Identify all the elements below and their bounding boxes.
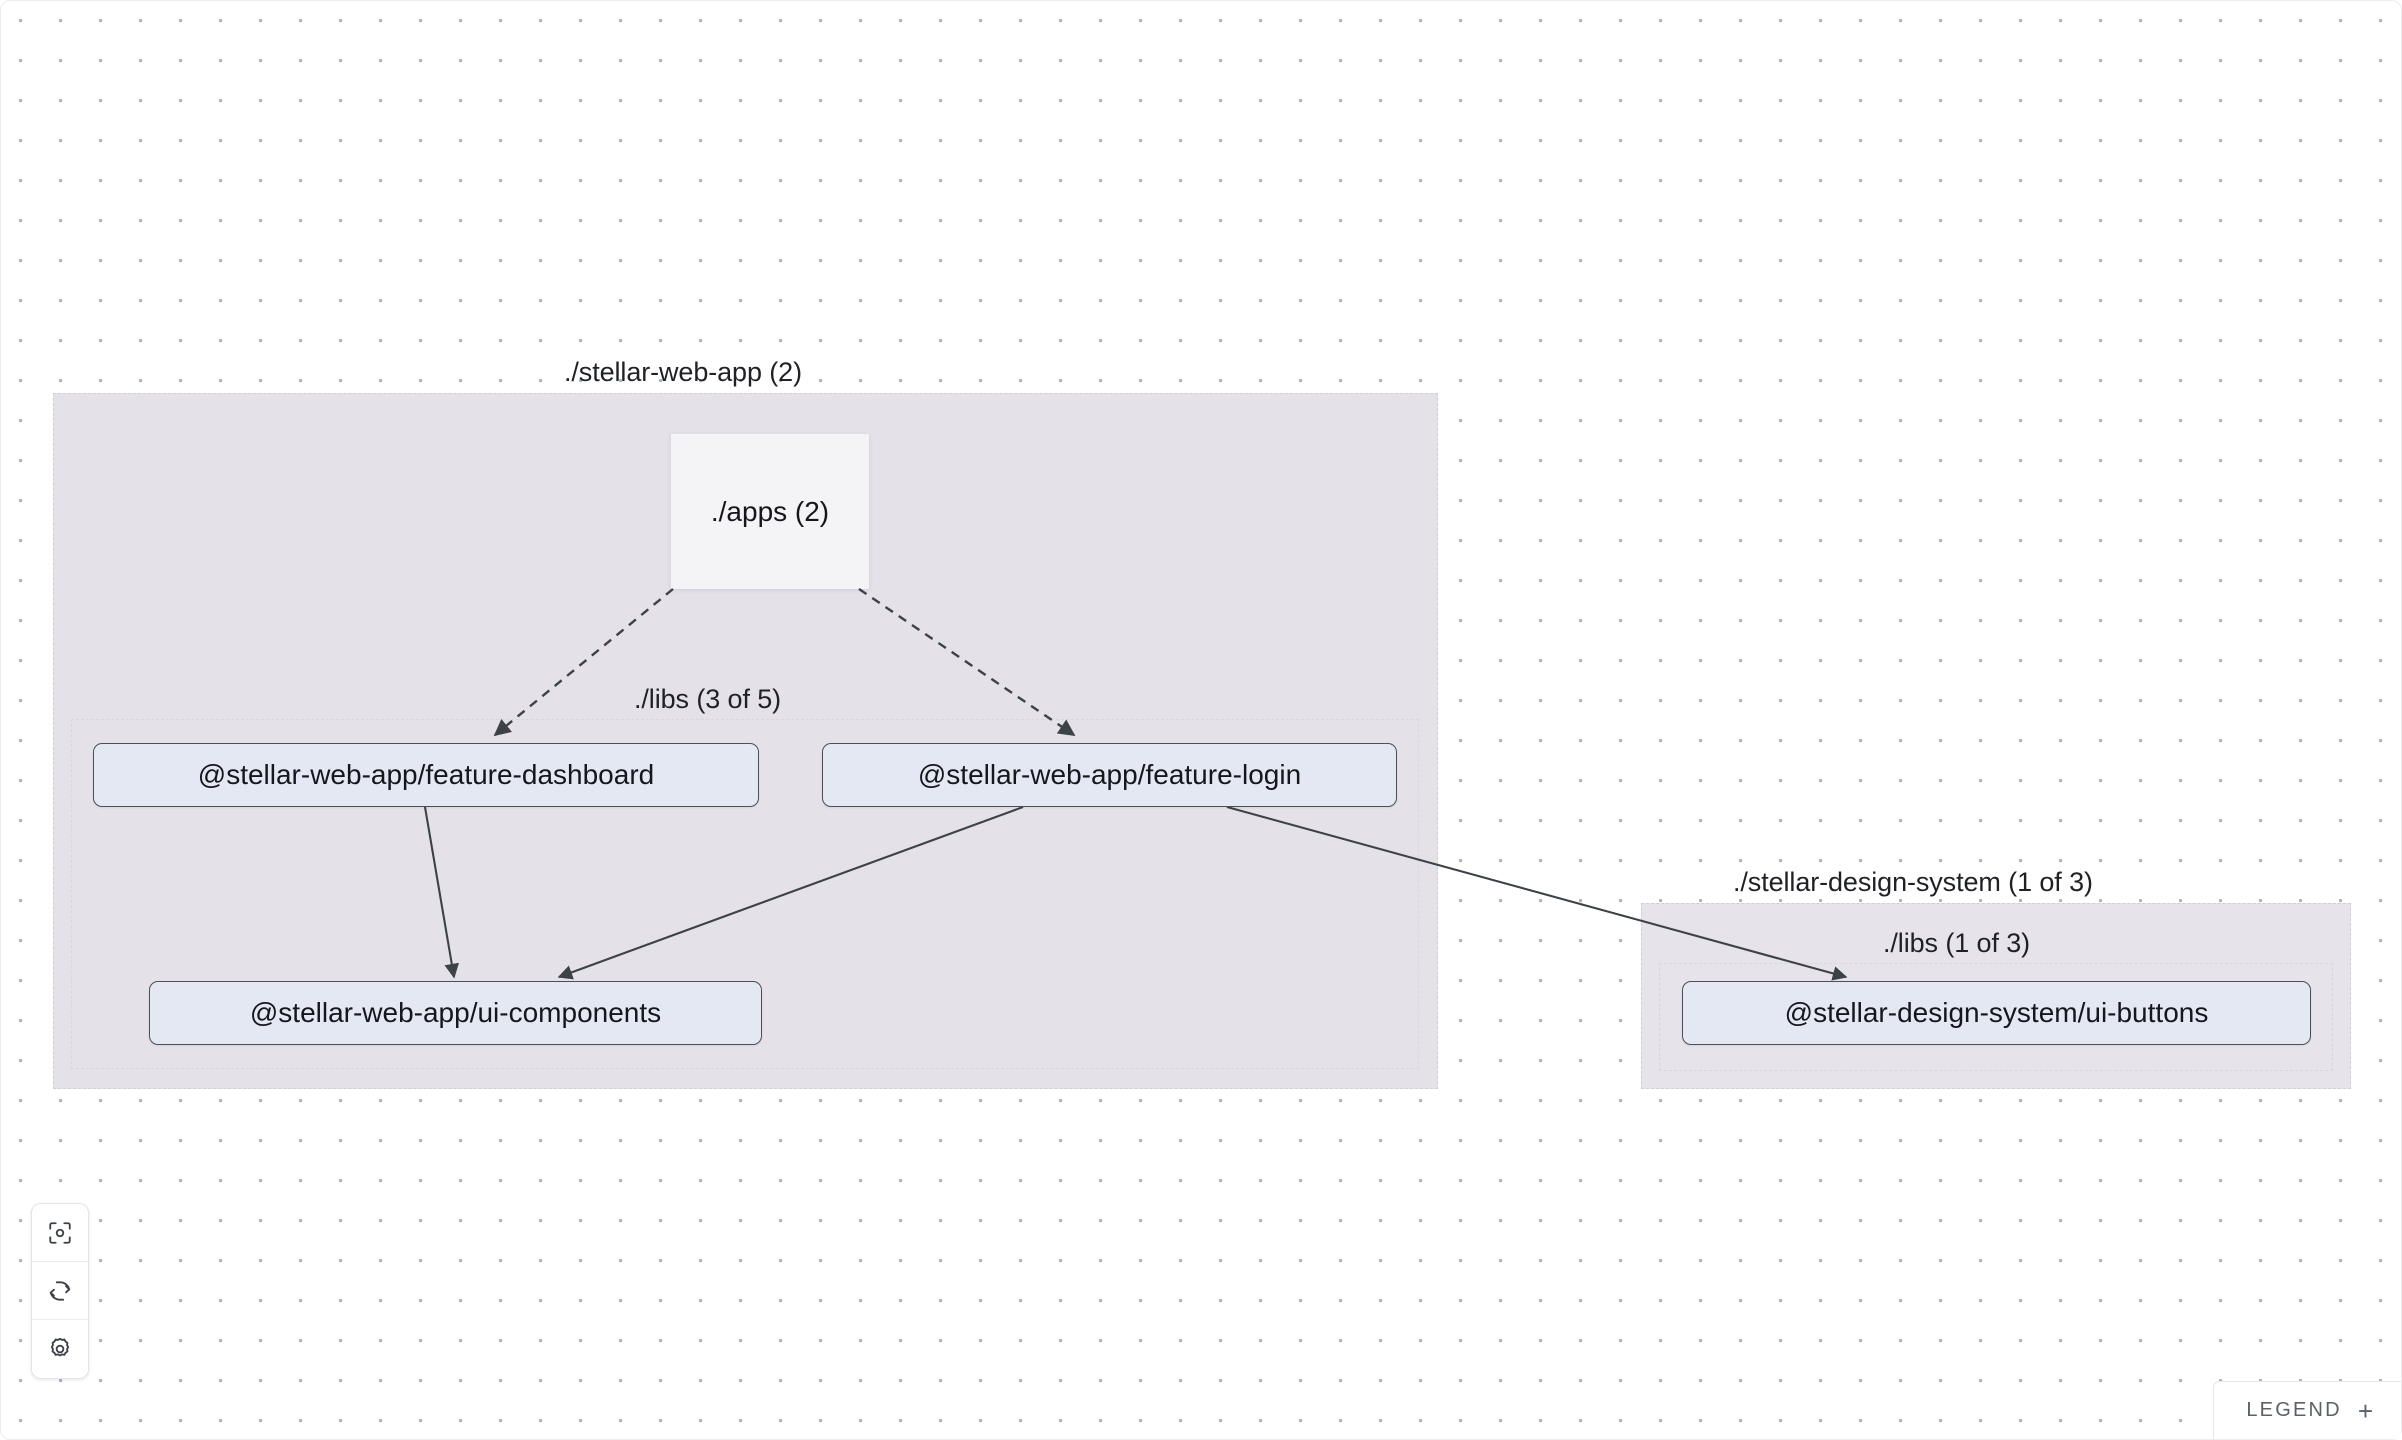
- group-title-stellar-design-system: ./stellar-design-system (1 of 3): [1733, 867, 2093, 897]
- group-title-stellar-design-system-libs: ./libs (1 of 3): [1883, 928, 2031, 958]
- folder-node-apps[interactable]: ./apps (2): [671, 434, 869, 589]
- folder-tab: [671, 434, 751, 450]
- plus-icon: +: [2357, 1395, 2373, 1426]
- node-label-ui-buttons: @stellar-design-system/ui-buttons: [1784, 997, 2209, 1028]
- folder-label-apps: ./apps (2): [710, 495, 830, 527]
- group-stellar-design-system-libs[interactable]: [1659, 963, 2333, 1071]
- focus-graph-button[interactable]: [32, 1204, 88, 1262]
- legend-button[interactable]: LEGEND +: [2213, 1381, 2401, 1439]
- node-label-feature-dashboard: @stellar-web-app/feature-dashboard: [197, 759, 655, 790]
- node-feature-dashboard[interactable]: @stellar-web-app/feature-dashboard: [93, 743, 759, 807]
- folder-body: [671, 448, 869, 589]
- group-title-stellar-web-app: ./stellar-web-app (2): [564, 357, 802, 387]
- gear-icon: [47, 1336, 73, 1362]
- refresh-icon: [47, 1278, 73, 1304]
- node-label-ui-components: @stellar-web-app/ui-components: [249, 997, 662, 1028]
- group-title-stellar-web-app-libs: ./libs (3 of 5): [634, 684, 782, 714]
- node-ui-components[interactable]: @stellar-web-app/ui-components: [149, 981, 762, 1045]
- refresh-graph-button[interactable]: [32, 1262, 88, 1320]
- settings-button[interactable]: [32, 1320, 88, 1378]
- focus-target-icon: [47, 1220, 73, 1246]
- legend-label: LEGEND: [2246, 1399, 2342, 1421]
- canvas-toolbar[interactable]: [31, 1203, 89, 1379]
- node-feature-login[interactable]: @stellar-web-app/feature-login: [822, 743, 1397, 807]
- node-label-feature-login: @stellar-web-app/feature-login: [917, 759, 1302, 790]
- node-ui-buttons[interactable]: @stellar-design-system/ui-buttons: [1682, 981, 2311, 1045]
